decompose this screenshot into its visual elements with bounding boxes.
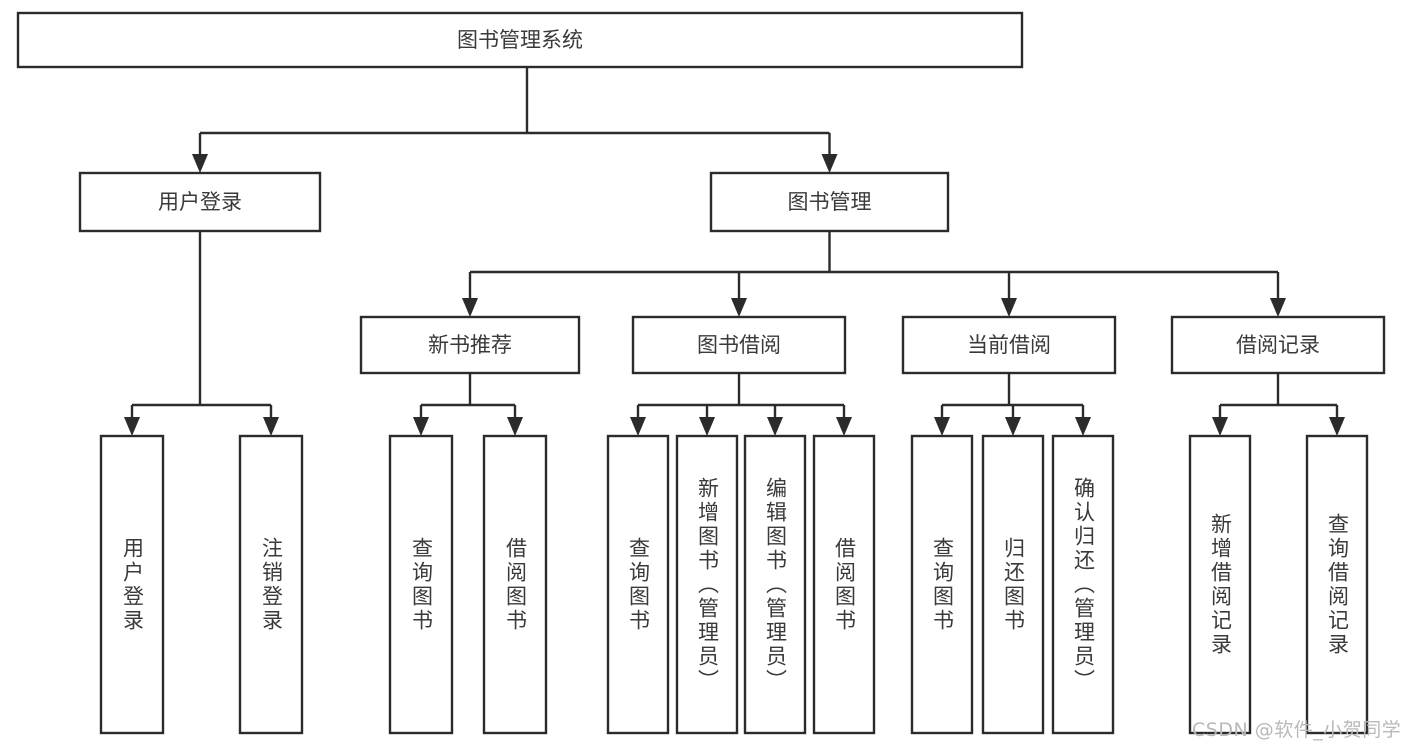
node-box-leaf-rec-query-book[interactable] bbox=[388, 434, 454, 735]
node-label-root: 图书管理系统 bbox=[457, 28, 583, 52]
node-boxes-layer bbox=[16, 11, 1386, 735]
node-box-leaf-bb-borrow-book[interactable] bbox=[812, 434, 876, 735]
node-box-leaf-br-add-record[interactable] bbox=[1188, 434, 1252, 735]
node-box-book-manage[interactable] bbox=[709, 171, 950, 233]
node-label-book-borrow: 图书借阅 bbox=[697, 333, 781, 357]
node-label-user-login: 用户登录 bbox=[158, 190, 242, 214]
node-box-leaf-cb-confirm-return[interactable] bbox=[1051, 434, 1115, 735]
arrow-down-icon-leaf-br-add-record bbox=[1212, 417, 1228, 436]
arrow-down-icon-new-book-rec bbox=[462, 298, 478, 317]
arrow-down-icon-borrow-record bbox=[1270, 298, 1286, 317]
node-box-new-book-rec[interactable] bbox=[359, 315, 581, 375]
node-box-user-login[interactable] bbox=[78, 171, 322, 233]
node-box-leaf-rec-borrow-book[interactable] bbox=[482, 434, 548, 735]
node-label-book-manage: 图书管理 bbox=[788, 190, 872, 214]
node-box-leaf-user-logout[interactable] bbox=[238, 434, 304, 735]
node-box-book-borrow[interactable] bbox=[631, 315, 847, 375]
arrow-down-icon-leaf-cb-confirm-return bbox=[1075, 417, 1091, 436]
arrow-down-icon-leaf-rec-borrow-book bbox=[507, 417, 523, 436]
node-label-borrow-record: 借阅记录 bbox=[1236, 333, 1320, 357]
csdn-watermark: CSDN @软件_小贺同学 bbox=[1192, 719, 1402, 741]
arrow-down-icon-book-manage bbox=[821, 154, 838, 173]
node-label-current-borrow: 当前借阅 bbox=[967, 333, 1051, 357]
node-box-leaf-cb-return-book[interactable] bbox=[981, 434, 1045, 735]
connectors-layer bbox=[124, 67, 1345, 436]
node-box-leaf-bb-add-book[interactable] bbox=[675, 434, 739, 735]
node-box-leaf-user-login[interactable] bbox=[99, 434, 165, 735]
arrow-down-icon-leaf-bb-borrow-book bbox=[836, 417, 852, 436]
arrow-down-icon-leaf-user-login bbox=[124, 417, 140, 436]
arrow-down-icon-leaf-cb-return-book bbox=[1005, 417, 1021, 436]
arrow-down-icon-book-borrow bbox=[731, 298, 747, 317]
arrow-down-icon-leaf-bb-edit-book bbox=[767, 417, 783, 436]
node-box-leaf-bb-edit-book[interactable] bbox=[743, 434, 807, 735]
arrow-down-icon-leaf-bb-add-book bbox=[699, 417, 715, 436]
arrow-down-icon-leaf-rec-query-book bbox=[413, 417, 429, 436]
node-box-leaf-cb-query-book[interactable] bbox=[910, 434, 974, 735]
arrow-down-icon-leaf-cb-query-book bbox=[934, 417, 950, 436]
node-box-current-borrow[interactable] bbox=[901, 315, 1117, 375]
arrow-down-icon-leaf-br-query-record bbox=[1329, 417, 1345, 436]
arrow-down-icon-leaf-user-logout bbox=[263, 417, 279, 436]
node-box-borrow-record[interactable] bbox=[1170, 315, 1386, 375]
node-label-new-book-rec: 新书推荐 bbox=[428, 333, 512, 357]
arrow-down-icon-leaf-bb-query-book bbox=[630, 417, 646, 436]
arrow-down-icon-user-login bbox=[192, 154, 208, 173]
node-box-leaf-bb-query-book[interactable] bbox=[606, 434, 670, 735]
node-box-root[interactable] bbox=[16, 11, 1024, 69]
node-box-leaf-br-query-record[interactable] bbox=[1305, 434, 1369, 735]
arrow-down-icon-current-borrow bbox=[1001, 298, 1017, 317]
